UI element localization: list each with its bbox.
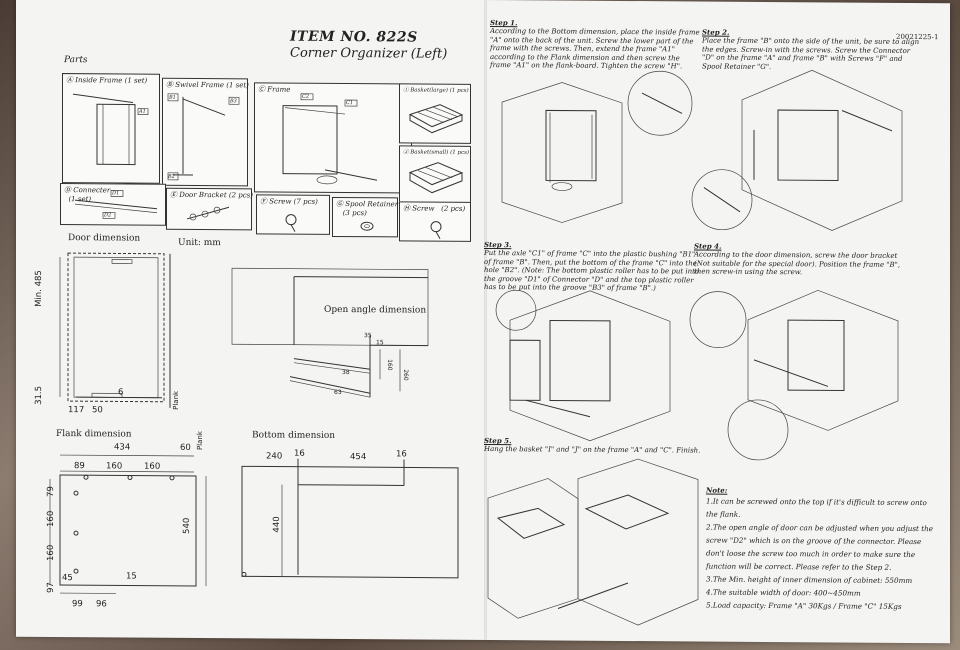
step-5-illustration bbox=[487, 458, 699, 626]
flank-dim-89: 89 bbox=[74, 461, 85, 472]
bottom-dim-16a: 16 bbox=[294, 448, 305, 459]
bottom-dimension-heading: Bottom dimension bbox=[252, 430, 336, 441]
bottom-dim-454: 454 bbox=[350, 452, 367, 463]
door-dim-50: 50 bbox=[92, 405, 103, 416]
part-box-i: Ⓘ Basket(large) (1 pcs) bbox=[399, 83, 471, 144]
screw-h-icon bbox=[430, 221, 442, 239]
open-dim-38: 38 bbox=[342, 369, 350, 377]
part-box-d: Ⓓ Connecter (1 set) D1 D2 bbox=[60, 183, 166, 226]
notes-section: Note: 1.It can be screwed onto the top i… bbox=[706, 486, 936, 614]
bottom-dim-240: 240 bbox=[266, 451, 283, 462]
part-box-h: Ⓗ Screw (2 pcs) bbox=[399, 201, 471, 242]
product-name: Corner Organizer (Left) bbox=[290, 45, 448, 62]
instruction-sheet: ITEM NO. 822S Corner Organizer (Left) Pa… bbox=[16, 0, 950, 644]
screw-f-icon bbox=[285, 214, 297, 232]
door-bracket-drawing bbox=[186, 206, 230, 221]
step-3: Step 3. Put the axle "C1" of frame "C" i… bbox=[484, 240, 700, 293]
swivel-frame-drawing bbox=[167, 93, 240, 181]
bottom-dim-16b: 16 bbox=[396, 449, 407, 460]
part-box-f: Ⓕ Screw (7 pcs) bbox=[256, 194, 330, 235]
flank-dim-160b: 160 bbox=[144, 461, 161, 472]
basket-small-drawing bbox=[408, 162, 464, 194]
flank-dim-45: 45 bbox=[62, 573, 73, 584]
step-1: Step 1. According to the Bottom dimensio… bbox=[490, 18, 700, 71]
bottom-dimension-drawing bbox=[241, 458, 459, 579]
parts-heading: Parts bbox=[64, 55, 88, 66]
step-1-illustration bbox=[501, 70, 693, 223]
open-dim-160: 160 bbox=[386, 359, 394, 371]
part-box-c: Ⓒ Frame C2 C1 bbox=[254, 82, 412, 194]
open-angle-label: Open angle dimension bbox=[324, 304, 427, 316]
flank-dim-97: 97 bbox=[46, 582, 56, 594]
flank-dim-60: 60 bbox=[180, 442, 191, 453]
door-min-height: Min. 485 bbox=[34, 270, 44, 307]
bottom-dim-440: 440 bbox=[272, 516, 282, 533]
door-plank-label: Plank bbox=[172, 390, 180, 410]
flank-dim-434: 434 bbox=[114, 442, 131, 453]
door-dimension-heading: Door dimension bbox=[68, 233, 141, 244]
part-box-e: Ⓔ Door Bracket (2 pcs) bbox=[166, 187, 253, 231]
note-5: 5.Load capacity: Frame "A" 30Kgs / Frame… bbox=[706, 600, 902, 611]
spool-retainer-icon bbox=[360, 221, 374, 231]
item-number: ITEM NO. 822S bbox=[290, 28, 418, 46]
step-2-illustration bbox=[691, 69, 903, 231]
open-dim-260: 260 bbox=[402, 369, 410, 381]
part-box-g: Ⓖ Spool Retainer (3 pcs) bbox=[332, 196, 398, 238]
part-box-a: Ⓐ Inside Frame (1 set) A1 bbox=[62, 73, 160, 184]
step-2: Step 2. Place the frame "B" onto the sid… bbox=[702, 27, 920, 71]
note-2: 2.The open angle of door can be adjusted… bbox=[706, 522, 933, 572]
part-box-b: Ⓑ Swivel Frame (1 set) B1 B2 B3 bbox=[162, 77, 249, 187]
flank-dim-160a: 160 bbox=[106, 461, 123, 472]
basket-large-drawing bbox=[408, 104, 464, 134]
part-box-j: Ⓙ Basket(small) (1 pcs) bbox=[399, 145, 471, 204]
open-dim-63: 63 bbox=[334, 388, 342, 397]
flank-dim-96: 96 bbox=[96, 599, 107, 610]
flank-dim-15: 15 bbox=[126, 571, 137, 582]
step-5: Step 5. Hang the basket "I" and "J" on t… bbox=[484, 436, 701, 455]
inside-frame-drawing bbox=[72, 93, 149, 166]
flank-dimension-heading: Flank dimension bbox=[56, 429, 132, 440]
open-angle-drawing bbox=[231, 267, 429, 398]
flank-plank-label: Plank bbox=[196, 431, 204, 451]
flank-dimension-drawing bbox=[49, 454, 207, 594]
step-4: Step 4. According to the door dimension,… bbox=[694, 241, 901, 277]
unit-label: Unit: mm bbox=[178, 237, 221, 249]
step-4-illustration bbox=[689, 289, 899, 461]
note-1: 1.It can be screwed onto the top if it's… bbox=[706, 496, 927, 519]
door-dim-117: 117 bbox=[68, 405, 85, 416]
door-dim-6: 6 bbox=[118, 387, 124, 398]
door-dim-31-5: 31.5 bbox=[34, 385, 44, 405]
flank-dim-160d: 160 bbox=[46, 544, 56, 562]
door-dimension-drawing bbox=[59, 252, 171, 408]
open-dim-35: 35 bbox=[364, 332, 372, 340]
flank-dim-99: 99 bbox=[72, 599, 83, 610]
connecter-drawing bbox=[74, 190, 158, 219]
flank-dim-160c: 160 bbox=[46, 510, 56, 528]
step-3-illustration bbox=[495, 289, 671, 442]
frame-drawing bbox=[282, 93, 378, 185]
open-dim-15: 15 bbox=[376, 339, 384, 347]
flank-dim-540: 540 bbox=[182, 517, 192, 534]
flank-dim-79: 79 bbox=[46, 486, 56, 498]
